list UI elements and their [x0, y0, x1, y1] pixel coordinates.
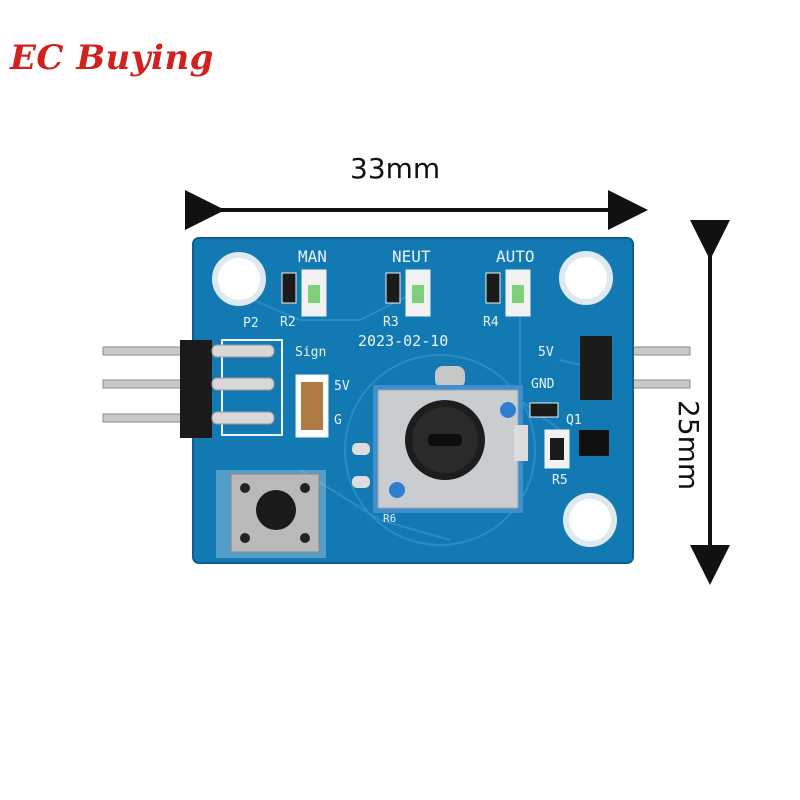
mounting-holes [212, 251, 617, 547]
brand-logo: EC Buying [10, 38, 214, 78]
board-date: 2023-02-10 [358, 332, 448, 350]
led-neut [385, 269, 431, 317]
transistor [579, 430, 609, 456]
pin-label-g: G [334, 413, 342, 428]
rotary-potentiometer [352, 366, 528, 513]
pin-label-gnd: GND [531, 377, 555, 392]
right-header-housing [580, 336, 612, 400]
left-header-pins [102, 346, 189, 423]
push-button [216, 470, 326, 558]
led-label-auto: AUTO [496, 247, 535, 266]
resistor-label-r4: R4 [483, 315, 499, 330]
led-label-man: MAN [298, 247, 327, 266]
led-auto [485, 269, 531, 317]
pin-label-sign: Sign [295, 345, 326, 360]
knob-label: R6 [383, 512, 396, 525]
resistor-label-r5: R5 [552, 473, 568, 488]
left-header-housing [180, 340, 212, 438]
pin-label-5v-left: 5V [334, 379, 350, 394]
led-man [281, 269, 327, 317]
resistor-label-r2: R2 [280, 315, 296, 330]
capacitor [301, 382, 323, 430]
pin-label-5v-right: 5V [538, 345, 554, 360]
left-header-name: P2 [243, 316, 259, 331]
width-dimension-label: 33mm [350, 152, 441, 185]
transistor-label: Q1 [566, 413, 582, 428]
resistor-label-r3: R3 [383, 315, 399, 330]
led-label-neut: NEUT [392, 247, 431, 266]
